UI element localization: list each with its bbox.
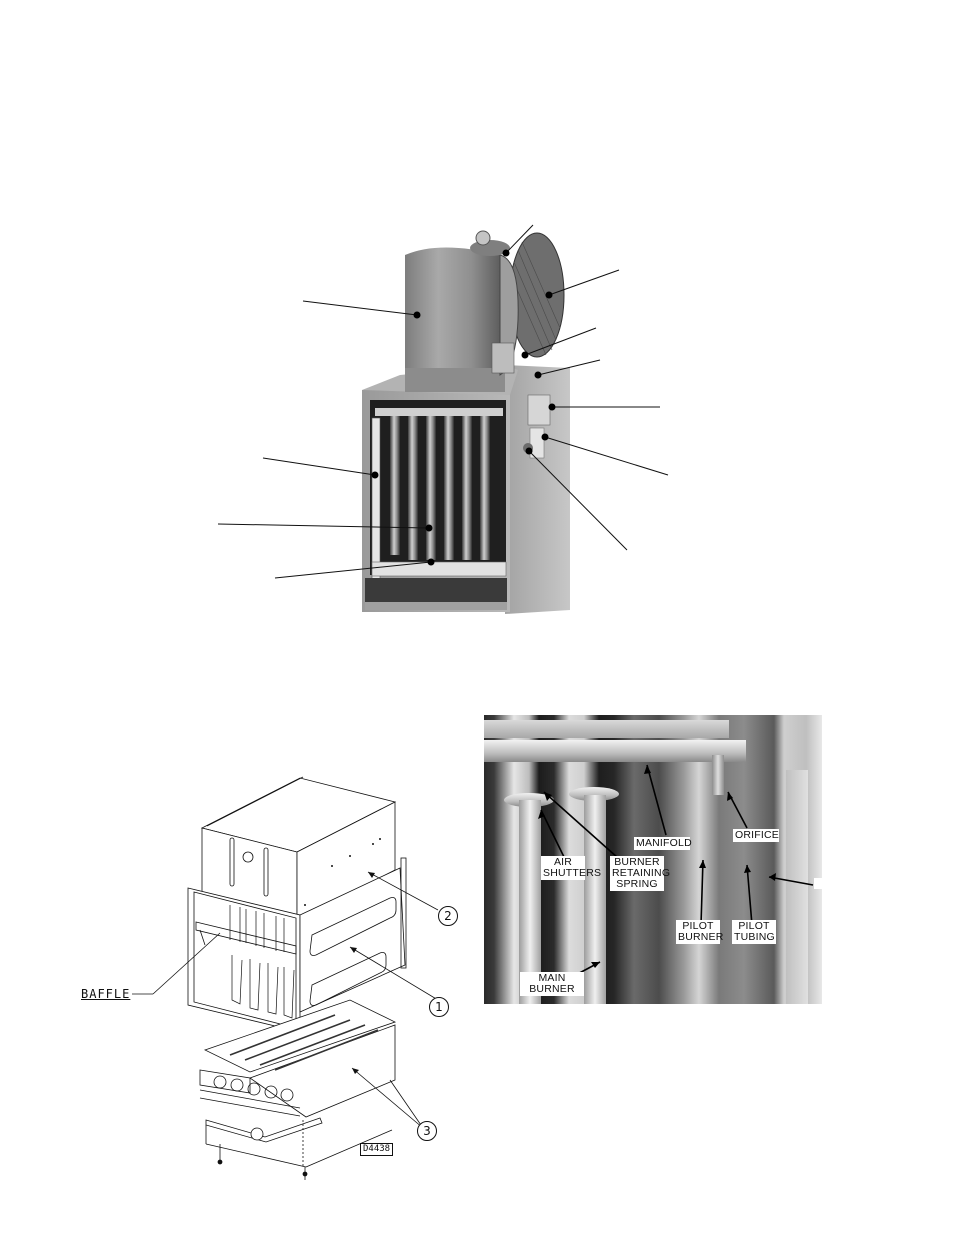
heat-exchanger-tubes: [390, 410, 490, 560]
label-orifice: ORIFICE: [733, 829, 779, 842]
furnace-figure: [200, 200, 680, 620]
exploded-view-drawing: [132, 776, 439, 1180]
drawing-number: D4438: [360, 1143, 394, 1156]
leader-dots: [371, 249, 556, 566]
baffle-label: BAFFLE: [81, 987, 131, 1001]
cabinet-side-panel: [505, 365, 570, 614]
label-pilot-burner: PILOT BURNER: [676, 920, 724, 944]
blower-housing: [405, 247, 500, 379]
callout-1: 1: [429, 997, 449, 1017]
furnace-illustration: [217, 224, 669, 614]
callout-3: 3: [417, 1121, 437, 1141]
exploded-view-figure: BAFFLE 2 1 3 D4438: [60, 760, 470, 1180]
label-blank-box: [814, 878, 900, 889]
callout-2: 2: [438, 906, 458, 926]
leader-lines: [217, 224, 669, 579]
label-main-burner: MAIN BURNER: [520, 972, 584, 996]
manifold-pipe: [484, 740, 746, 762]
label-manifold: MANIFOLD: [634, 837, 692, 850]
label-air-shutters: AIR SHUTTERS: [541, 856, 602, 880]
label-pilot-tubing: PILOT TUBING: [732, 920, 776, 944]
burner-leader-arrows: [538, 764, 814, 978]
gas-valve: [527, 394, 551, 426]
burner-assembly-photo: AIR SHUTTERS BURNER RETAINING SPRING MAN…: [484, 715, 900, 1004]
label-burner-retaining-spring: BURNER RETAINING SPRING: [610, 856, 671, 891]
control-box: [491, 342, 515, 374]
